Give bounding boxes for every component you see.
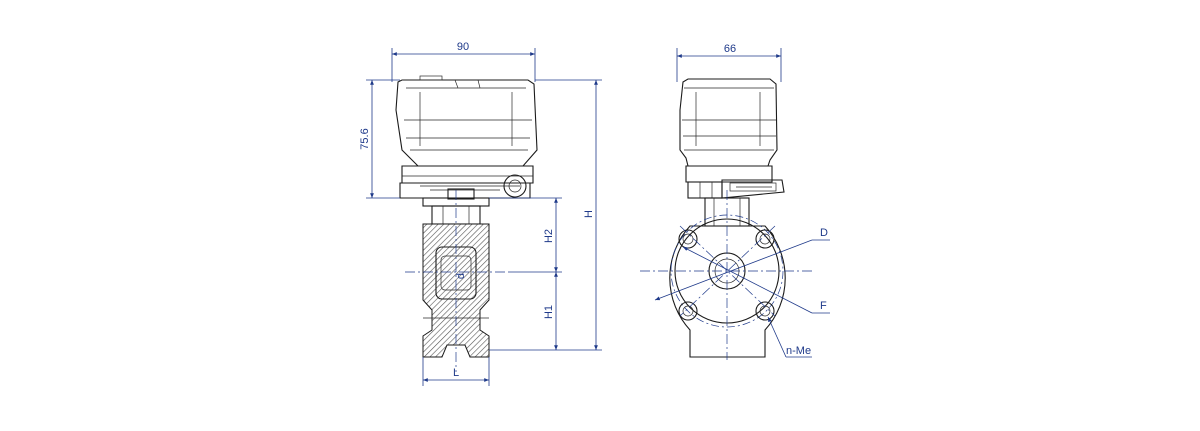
dim-upper-height-label: H2 [543, 229, 555, 243]
dim-actuator-height-label: 75.6 [359, 128, 371, 149]
front-diagonal-1 [679, 225, 776, 317]
dim-front-width: 66 [676, 43, 782, 82]
callout-bolt-holes: n-Me [767, 316, 812, 358]
dim-side-width: 90 [391, 41, 536, 82]
bore-label: d [455, 273, 467, 279]
callout-flange-outer: D [654, 227, 830, 301]
callout-bolt-circle: F [682, 246, 830, 314]
dim-lower-height-label: H1 [543, 305, 555, 319]
dim-total-height-label: H [583, 210, 595, 218]
dim-actuator-height: 75.6 [359, 79, 400, 199]
front-diagonal-2 [679, 225, 776, 317]
front-flange [669, 214, 786, 358]
side-actuator [395, 75, 538, 200]
callout-bolt-circle-label: F [820, 300, 827, 312]
dim-length: L [422, 357, 490, 386]
dim-front-width-label: 66 [724, 43, 736, 55]
callout-flange-outer-label: D [820, 227, 828, 239]
callout-bolt-holes-label: n-Me [786, 345, 811, 357]
front-actuator [679, 78, 785, 199]
dim-side-width-label: 90 [457, 41, 469, 53]
dim-total-height: H [489, 79, 602, 351]
front-view: D F n-Me 66 [640, 43, 830, 360]
side-view: d 90 75.6 H H2 H1 [359, 41, 602, 386]
dim-split-heights: H2 H1 [489, 197, 562, 350]
bolt-holes [678, 229, 775, 321]
dim-length-label: L [453, 367, 459, 379]
